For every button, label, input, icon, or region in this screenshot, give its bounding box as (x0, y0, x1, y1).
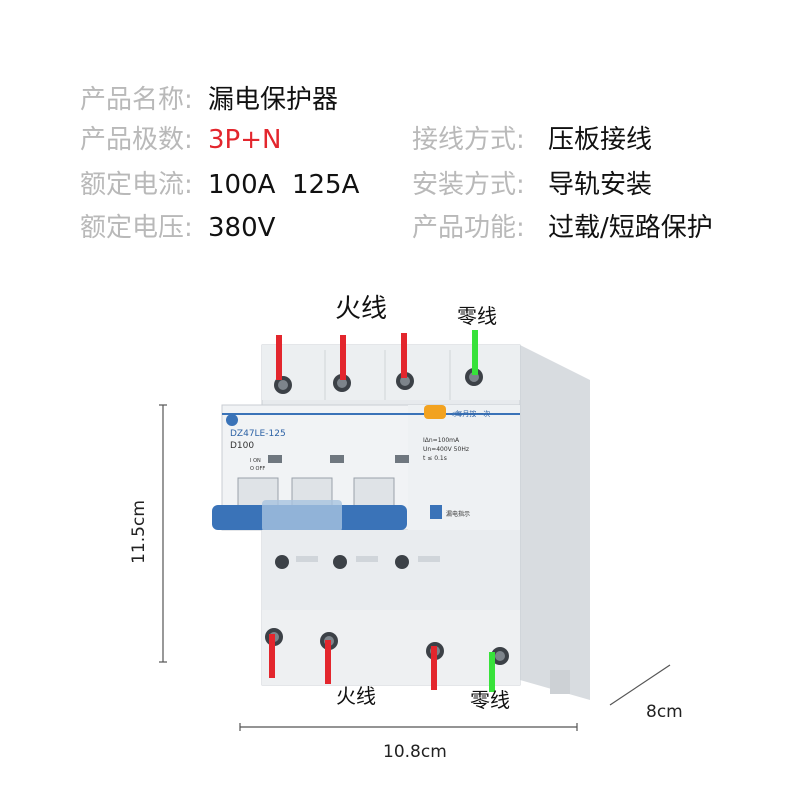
dimension-depth-line (609, 664, 671, 706)
breaker-side-panel (520, 345, 590, 700)
leak-indicator-label: 漏电指示 (446, 510, 470, 518)
terminal-block-bottom (262, 610, 520, 685)
spec-function-value: 过载/短路保护 (548, 213, 713, 243)
wires-bottom (269, 634, 495, 692)
rcd-module (408, 405, 520, 530)
breaker-lower-section (262, 530, 520, 610)
device-leak-spec-3: t ≤ 0.1s (423, 455, 447, 462)
leak-indicator-icon (430, 505, 442, 519)
device-model: DZ47LE-125 (230, 429, 286, 439)
wires-top (276, 330, 478, 380)
din-rail-clip (550, 670, 570, 694)
spec-product-name-label: 产品名称: (80, 85, 193, 115)
device-on-label: I ON (250, 458, 261, 464)
dimension-width-line (239, 723, 578, 731)
spec-function-label: 产品功能: (412, 213, 525, 243)
brand-logo-icon (226, 414, 238, 426)
breaker-handles[interactable] (212, 477, 407, 532)
test-button[interactable] (424, 405, 446, 419)
terminal-screws-top (274, 368, 483, 394)
spec-install-value: 导轨安装 (548, 170, 653, 200)
spec-product-name-value: 漏电保护器 (208, 85, 339, 115)
spec-install-label: 安装方式: (412, 170, 525, 200)
spec-poles-value: 3P+N (208, 125, 282, 155)
device-leak-spec-2: Un=400V 50Hz (423, 446, 469, 453)
spec-voltage-label: 额定电压: (80, 213, 193, 243)
dimension-height-line (159, 404, 167, 663)
test-button-label: ◁每月按一次 (450, 409, 490, 418)
device-rating: D100 (230, 441, 254, 451)
device-off-label: O OFF (250, 466, 265, 472)
spec-current-value: 100A 125A (208, 170, 360, 200)
neutral-wire-label-top: 零线 (457, 304, 497, 328)
live-wire-label-bottom: 火线 (336, 684, 376, 708)
spec-poles-label: 产品极数: (80, 125, 193, 155)
dimension-height-label: 11.5cm (128, 500, 149, 564)
device-leak-spec-1: IΔn=100mA (423, 437, 460, 444)
spec-current-label: 额定电流: (80, 170, 193, 200)
neutral-wire-label-bottom: 零线 (470, 688, 510, 712)
dimension-width-label: 10.8cm (383, 742, 447, 762)
spec-wiring-label: 接线方式: (412, 125, 525, 155)
spec-wiring-value: 压板接线 (548, 125, 653, 155)
terminal-screws-middle (275, 555, 409, 569)
spec-voltage-value: 380V (208, 213, 276, 243)
dimension-depth-label: 8cm (646, 702, 683, 722)
live-wire-label-top: 火线 (335, 294, 388, 324)
